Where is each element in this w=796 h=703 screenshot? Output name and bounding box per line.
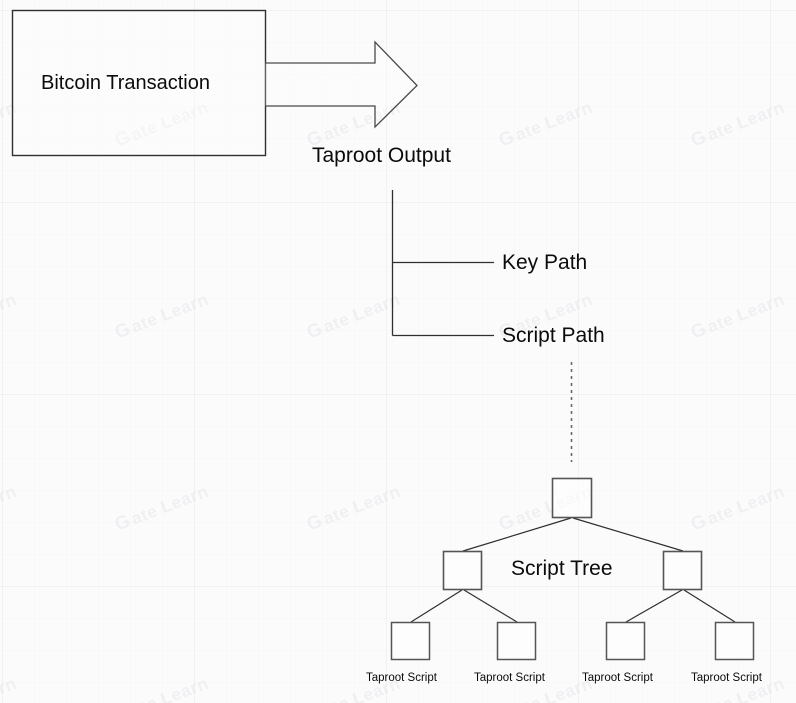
leaf-label-2: Taproot Script xyxy=(474,672,545,684)
tree-edge-root-right xyxy=(572,517,684,552)
script-tree-root-node xyxy=(551,477,593,519)
key-path-label: Key Path xyxy=(502,251,588,274)
path-bracket xyxy=(391,190,494,337)
script-tree-branch-node-left xyxy=(442,550,483,591)
leaf-label-4: Taproot Script xyxy=(691,672,762,684)
flow-arrow-icon xyxy=(265,40,418,129)
script-tree-leaf-node-3 xyxy=(605,621,646,661)
tree-edge-right-branch-leaf-3 xyxy=(625,589,683,623)
tree-edge-left-branch-leaf-2 xyxy=(463,589,518,623)
script-path-label: Script Path xyxy=(502,324,605,347)
tree-edge-left-branch-leaf-1 xyxy=(410,589,463,623)
script-tree-leaf-node-1 xyxy=(390,621,431,661)
tree-edge-right-branch-leaf-4 xyxy=(683,589,736,623)
script-tree-leaf-node-4 xyxy=(714,621,755,661)
bitcoin-transaction-box xyxy=(11,9,267,157)
script-tree-label: Script Tree xyxy=(511,557,613,580)
tree-edge-root-left xyxy=(462,517,572,552)
leaf-label-1: Taproot Script xyxy=(366,672,437,684)
taproot-output-label: Taproot Output xyxy=(312,144,451,167)
script-tree-branch-node-right xyxy=(662,550,703,591)
script-tree-leaf-node-2 xyxy=(496,621,537,661)
leaf-label-3: Taproot Script xyxy=(582,672,653,684)
bitcoin-transaction-label: Bitcoin Transaction xyxy=(41,72,210,94)
